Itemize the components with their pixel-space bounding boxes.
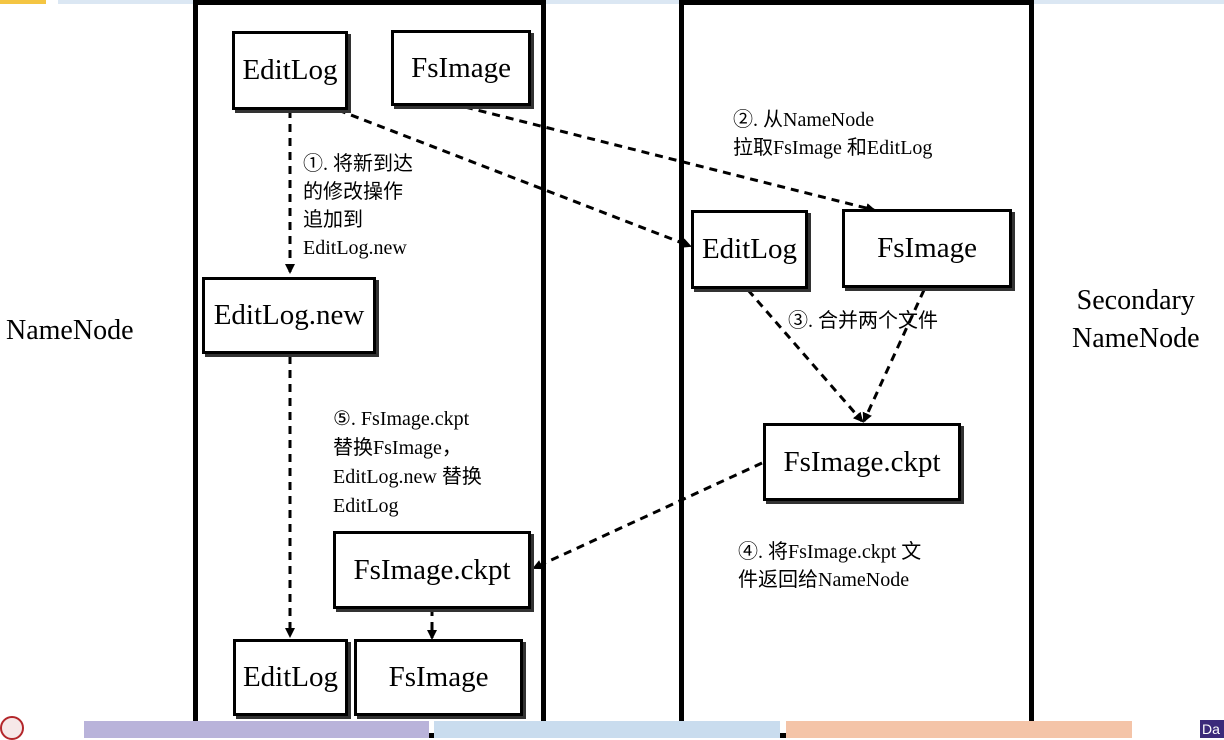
secondary-namenode-label: Secondary NameNode bbox=[1072, 282, 1200, 358]
top-accent-bar bbox=[0, 0, 46, 4]
brand-logo-icon: Da bbox=[1200, 720, 1224, 738]
box-secondary-fsimage-ckpt: FsImage.ckpt bbox=[763, 423, 961, 501]
namenode-label: NameNode bbox=[6, 315, 134, 346]
note-step2-line2: 拉取FsImage 和EditLog bbox=[733, 137, 933, 159]
box-fsimage-final: FsImage bbox=[354, 639, 523, 716]
note-step1-line4: EditLog.new bbox=[303, 237, 407, 259]
note-step5-line1: ⑤. FsImage.ckpt bbox=[333, 408, 470, 430]
note-step1-line1: ①. 将新到达 bbox=[303, 153, 413, 175]
footer-strip-orange bbox=[786, 721, 1132, 738]
note-step5-line2: 替换FsImage， bbox=[333, 437, 462, 459]
footer-strip-purple bbox=[84, 721, 429, 738]
note-step5-line3: EditLog.new 替换 bbox=[333, 466, 482, 488]
note-step1-line3: 追加到 bbox=[303, 209, 363, 231]
note-step2: ②. 从NameNode 拉取FsImage 和EditLog bbox=[733, 106, 932, 162]
university-logo-icon bbox=[0, 716, 24, 740]
note-step4: ④. 将FsImage.ckpt 文 件返回给NameNode bbox=[738, 538, 921, 594]
top-header-strip bbox=[58, 0, 1224, 4]
box-editlog-final: EditLog bbox=[233, 639, 348, 716]
note-step5-line4: EditLog bbox=[333, 495, 399, 517]
footer-strip-blue bbox=[434, 721, 780, 738]
note-step1-line2: 的修改操作 bbox=[303, 181, 403, 203]
note-step1: ①. 将新到达 的修改操作 追加到 EditLog.new bbox=[303, 150, 413, 262]
note-step4-line1: ④. 将FsImage.ckpt 文 bbox=[738, 541, 922, 563]
secondary-label-line2: NameNode bbox=[1072, 323, 1200, 354]
namenode-panel bbox=[193, 0, 546, 738]
note-step3: ③. 合并两个文件 bbox=[788, 310, 938, 332]
box-secondary-editlog: EditLog bbox=[691, 210, 808, 289]
box-secondary-fsimage: FsImage bbox=[842, 209, 1012, 288]
box-editlog-new: EditLog.new bbox=[202, 277, 376, 354]
secondary-label-line1: Secondary bbox=[1076, 285, 1195, 316]
note-step2-line1: ②. 从NameNode bbox=[733, 109, 875, 131]
note-step4-line2: 件返回给NameNode bbox=[738, 569, 910, 591]
note-step5: ⑤. FsImage.ckpt 替换FsImage， EditLog.new 替… bbox=[333, 405, 482, 521]
box-namenode-fsimage-ckpt: FsImage.ckpt bbox=[333, 531, 531, 609]
box-namenode-fsimage: FsImage bbox=[391, 30, 531, 106]
box-namenode-editlog: EditLog bbox=[232, 31, 348, 110]
